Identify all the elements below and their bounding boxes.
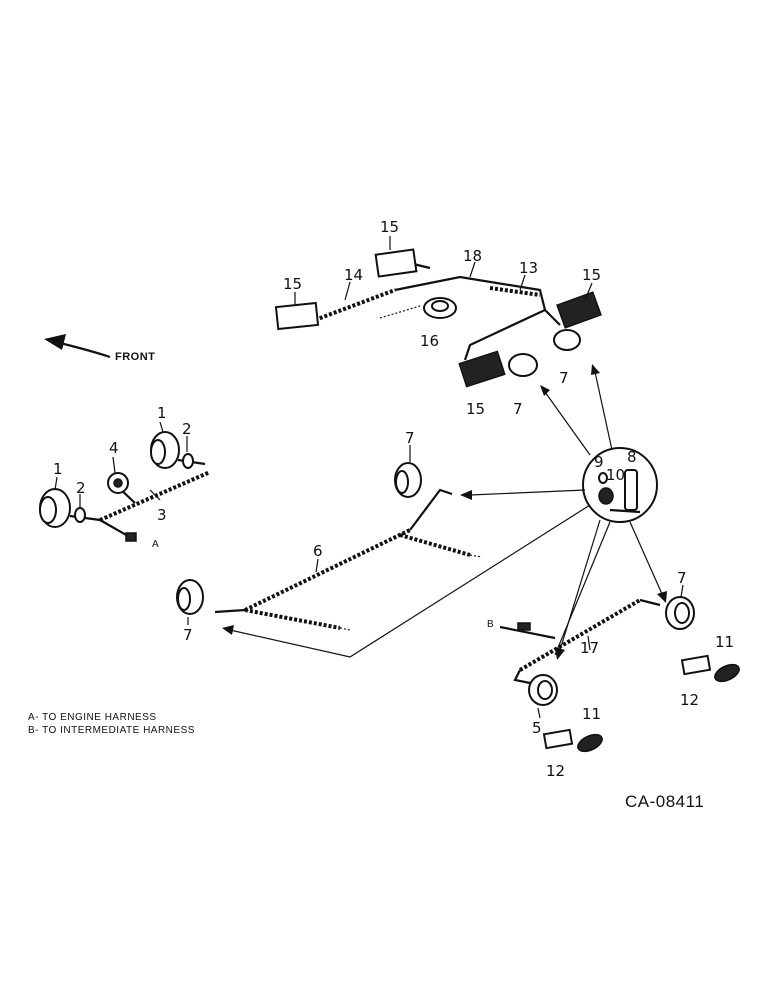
rear-harness-wire bbox=[518, 598, 642, 672]
callout-12-right: 12 bbox=[680, 691, 699, 709]
lamp-cab-center bbox=[508, 353, 538, 377]
connector-b-label: B bbox=[487, 619, 494, 630]
callout-9: 9 bbox=[594, 453, 604, 471]
cab-harness-wire-13 bbox=[489, 286, 541, 297]
callout-15-top: 15 bbox=[380, 218, 399, 236]
rear-harness-group: B bbox=[487, 596, 740, 753]
callout-2-upper: 2 bbox=[182, 420, 192, 438]
chassis-harness-wire bbox=[244, 528, 411, 612]
connector-a-label: A bbox=[152, 539, 159, 550]
marker-lamp-left bbox=[274, 301, 320, 331]
cab-harness-wire-18 bbox=[394, 275, 547, 311]
bulb-detail-circle bbox=[582, 447, 658, 523]
callout-7-cab-center: 7 bbox=[513, 400, 523, 418]
callout-15-right: 15 bbox=[582, 266, 601, 284]
legend-line-a: A- TO ENGINE HARNESS bbox=[28, 712, 157, 723]
callout-15-left: 15 bbox=[283, 275, 302, 293]
front-harness-group: A bbox=[39, 431, 211, 550]
callout-1-lower: 1 bbox=[53, 460, 63, 478]
bulb-holder bbox=[598, 487, 614, 505]
marker-lamp-top bbox=[374, 248, 418, 278]
front-harness-wire bbox=[99, 470, 211, 522]
bulb-detail-group bbox=[222, 364, 667, 660]
bulb bbox=[598, 472, 608, 484]
callout-16: 16 bbox=[420, 332, 439, 350]
reflector-left bbox=[577, 733, 603, 753]
callout-11-left: 11 bbox=[582, 705, 601, 723]
cab-harness-group bbox=[274, 248, 602, 388]
callout-leaders bbox=[54, 236, 684, 719]
callout-1-upper: 1 bbox=[157, 404, 167, 422]
callout-7-chassis-upper: 7 bbox=[405, 429, 415, 447]
gasket-lower bbox=[74, 507, 86, 523]
callout-5: 5 bbox=[532, 719, 542, 737]
marker-lamp-lower bbox=[458, 350, 506, 388]
callout-8: 8 bbox=[627, 448, 637, 466]
marker-lamp-right bbox=[556, 291, 602, 329]
callout-18: 18 bbox=[463, 247, 482, 265]
legend-line-b: B- TO INTERMEDIATE HARNESS bbox=[28, 725, 195, 736]
connector-a bbox=[125, 532, 137, 542]
callout-11-right: 11 bbox=[715, 633, 734, 651]
callout-15-lower: 15 bbox=[466, 400, 485, 418]
callout-3: 3 bbox=[157, 506, 167, 524]
callout-17: 17 bbox=[580, 639, 599, 657]
reflector-right bbox=[714, 663, 740, 683]
callout-7-cab-right: 7 bbox=[559, 369, 569, 387]
figure-id: CA-08411 bbox=[625, 792, 705, 811]
harness-legend: A- TO ENGINE HARNESS B- TO INTERMEDIATE … bbox=[28, 711, 195, 737]
chassis-harness-group bbox=[176, 462, 483, 631]
callout-numbers: 15 18 13 15 15 14 16 7 7 15 1 2 4 1 2 3 … bbox=[53, 218, 734, 780]
bulb-socket bbox=[624, 469, 638, 511]
callout-4: 4 bbox=[109, 439, 119, 457]
callout-14: 14 bbox=[344, 266, 363, 284]
callout-7-chassis-lower: 7 bbox=[183, 626, 193, 644]
callout-6: 6 bbox=[313, 542, 323, 560]
lens-left bbox=[542, 728, 574, 750]
lamp-cab-right bbox=[553, 329, 581, 351]
connector-b bbox=[517, 622, 531, 631]
front-direction-arrow: FRONT bbox=[44, 334, 155, 363]
lens-right bbox=[680, 654, 712, 676]
callout-2-lower: 2 bbox=[76, 479, 86, 497]
callout-12-left: 12 bbox=[546, 762, 565, 780]
cab-harness-wire-14 bbox=[314, 288, 396, 322]
callout-10: 10 bbox=[606, 466, 625, 484]
callout-7-rear: 7 bbox=[677, 569, 687, 587]
callout-13: 13 bbox=[519, 259, 538, 277]
front-label: FRONT bbox=[115, 351, 155, 363]
gasket-upper bbox=[182, 453, 194, 469]
